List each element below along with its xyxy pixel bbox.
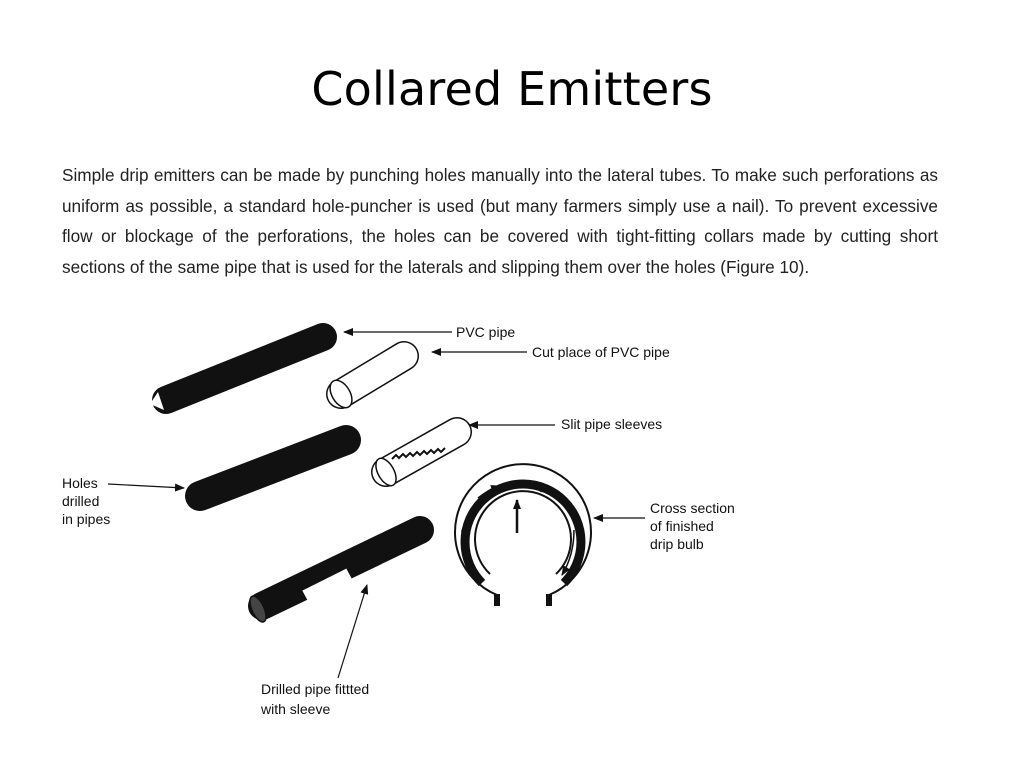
drilled-pipe-with-sleeve-shape [248, 516, 434, 623]
body-paragraph: Simple drip emitters can be made by punc… [62, 165, 938, 277]
holes-drilled-pipe-shape [185, 425, 361, 511]
label-holes-line2: drilled [62, 493, 99, 509]
label-cut-place: Cut place of PVC pipe [532, 344, 670, 360]
label-drilled-line1: Drilled pipe fittted [261, 681, 369, 697]
leader-arrows [107, 328, 645, 679]
label-pvc-pipe: PVC pipe [456, 324, 515, 340]
label-slit-sleeves: Slit pipe sleeves [561, 416, 662, 432]
figure-10-diagram: PVC pipe Cut place of PVC pipe Slit pipe… [62, 323, 735, 717]
slide-title: Collared Emitters [311, 62, 713, 116]
cut-pipe-shape [326, 341, 419, 409]
drip-bulb-cross-section [454, 463, 592, 606]
label-cross-line1: Cross section [650, 500, 735, 516]
label-cross-line2: of finished [650, 518, 714, 534]
label-drilled-line2: with sleeve [260, 701, 330, 717]
slit-sleeve-shape [371, 417, 472, 487]
label-cross-line3: drip bulb [650, 536, 704, 552]
pvc-pipe-shape [150, 323, 337, 414]
label-holes-line3: in pipes [62, 511, 110, 527]
label-holes-line1: Holes [62, 475, 98, 491]
